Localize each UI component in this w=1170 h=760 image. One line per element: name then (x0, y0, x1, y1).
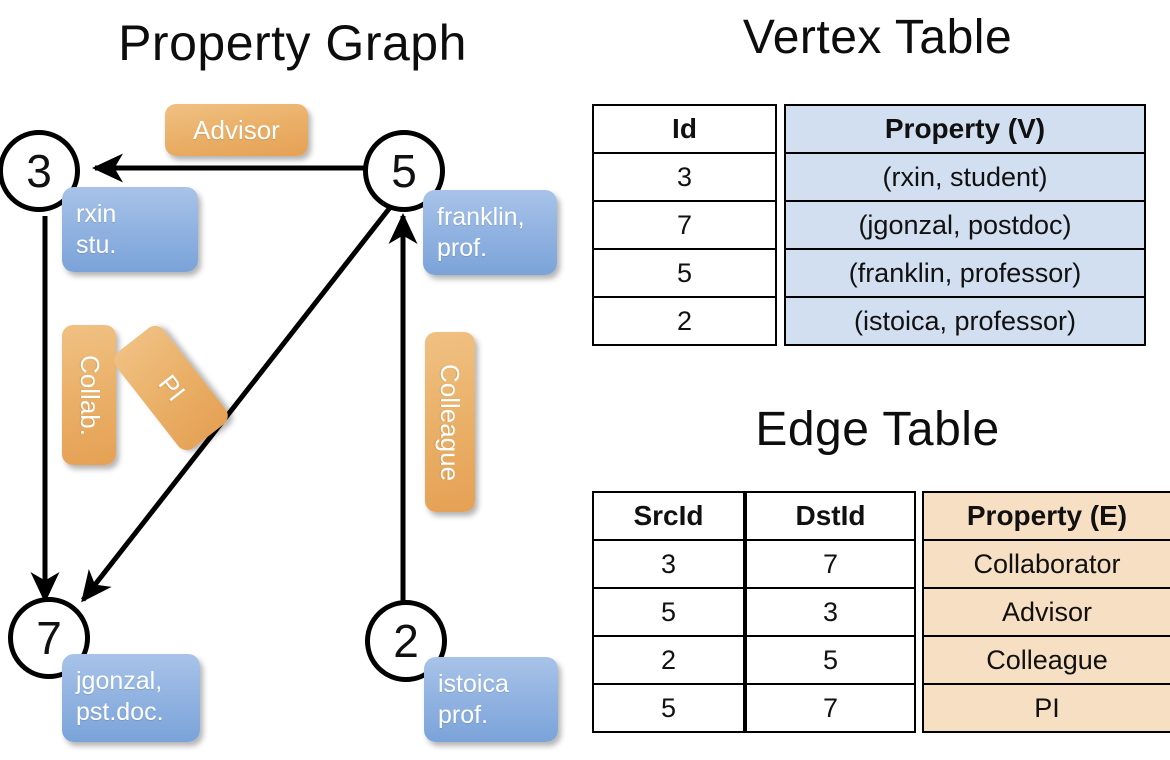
edge-cell-srcid: 5 (592, 683, 745, 733)
node-property-line-1: franklin, (437, 203, 525, 231)
vertex-cell-property: (istoica, professor) (784, 296, 1146, 346)
property-graph-diagram: 3 5 7 2 rxin stu. franklin, prof. jgonza… (0, 104, 558, 742)
graph-node-5-label: 5 (391, 145, 417, 197)
node-property-line-1: rxin (76, 200, 117, 228)
table-header-row: DstId (745, 491, 916, 541)
table-row[interactable]: 7 (745, 683, 916, 733)
table-row[interactable]: 5 (745, 635, 916, 685)
edge-label-colleague: Colleague (425, 332, 475, 512)
page-title-vertex-table: Vertex Table (742, 11, 1013, 64)
table-row[interactable]: PI (922, 683, 1170, 733)
node-property-line-2: stu. (76, 231, 117, 259)
edge-label-pi-text: PI (152, 368, 191, 407)
table-row[interactable]: 5 (592, 683, 745, 733)
vertex-header-property: Property (V) (784, 104, 1146, 154)
edge-cell-dstid: 7 (745, 683, 916, 733)
table-row[interactable]: 3 (592, 539, 745, 589)
graph-node-7-label: 7 (36, 612, 62, 664)
vertex-header-id: Id (592, 104, 777, 154)
table-row[interactable]: (istoica, professor) (784, 296, 1146, 346)
table-row[interactable]: 3 (745, 587, 916, 637)
table-row[interactable]: (jgonzal, postdoc) (784, 200, 1146, 250)
node-property-line-1: istoica (438, 670, 509, 698)
edge-header-srcid: SrcId (592, 491, 745, 541)
page-title-property-graph: Property Graph (118, 15, 467, 71)
table-row[interactable]: Collaborator (922, 539, 1170, 589)
page-title-edge-table: Edge Table (755, 403, 1000, 456)
vertex-cell-id: 5 (592, 248, 777, 298)
node-property-line-2: pst.doc. (76, 698, 164, 726)
edge-header-dstid: DstId (745, 491, 916, 541)
graph-node-2-label: 2 (393, 615, 419, 667)
graph-edges-layer (30, 153, 418, 610)
table-row[interactable]: Colleague (922, 635, 1170, 685)
vertex-table-property-column: Property (V) (rxin, student) (jgonzal, p… (784, 104, 1146, 346)
table-row[interactable]: Advisor (922, 587, 1170, 637)
table-row[interactable]: 2 (592, 296, 777, 346)
edge-label-colleague-text: Colleague (435, 363, 466, 481)
edge-label-collab-text: Collab. (74, 354, 105, 436)
edge-table-property-column: Property (E) Collaborator Advisor Collea… (922, 491, 1170, 733)
edge-cell-property: Collaborator (922, 539, 1170, 589)
edge-cell-dstid: 3 (745, 587, 916, 637)
table-row[interactable]: (rxin, student) (784, 152, 1146, 202)
table-row[interactable]: 3 (592, 152, 777, 202)
vertex-cell-property: (jgonzal, postdoc) (784, 200, 1146, 250)
edge-label-advisor-text: Advisor (193, 114, 280, 145)
table-header-row: Id (592, 104, 777, 154)
edge-cell-dstid: 5 (745, 635, 916, 685)
table-row[interactable]: (franklin, professor) (784, 248, 1146, 298)
edge-label-collab: Collab. (62, 325, 116, 465)
table-header-row: Property (V) (784, 104, 1146, 154)
edge-cell-property: Advisor (922, 587, 1170, 637)
edge-cell-srcid: 3 (592, 539, 745, 589)
edge-table-srcid-column: SrcId 3 5 2 5 (592, 491, 745, 733)
node-property-line-1: jgonzal, (76, 667, 163, 695)
table-row[interactable]: 2 (592, 635, 745, 685)
table-row[interactable]: 7 (745, 539, 916, 589)
table-row[interactable]: 7 (592, 200, 777, 250)
vertex-cell-property: (rxin, student) (784, 152, 1146, 202)
edge-cell-property: Colleague (922, 635, 1170, 685)
vertex-cell-id: 2 (592, 296, 777, 346)
node-property-line-2: prof. (438, 701, 489, 729)
graph-node-5[interactable]: 5 (363, 130, 445, 212)
edge-cell-srcid: 5 (592, 587, 745, 637)
edge-cell-dstid: 7 (745, 539, 916, 589)
node-property-box-franklin: franklin, prof. (423, 190, 557, 275)
node-property-line-2: prof. (437, 234, 488, 262)
node-property-box-jgonzal: jgonzal, pst.doc. (62, 654, 200, 742)
edge-table-dstid-column: DstId 7 3 5 7 (745, 491, 916, 733)
table-header-row: SrcId (592, 491, 745, 541)
vertex-cell-property: (franklin, professor) (784, 248, 1146, 298)
vertex-cell-id: 3 (592, 152, 777, 202)
node-property-box-istoica: istoica prof. (424, 657, 558, 742)
edge-cell-property: PI (922, 683, 1170, 733)
graph-node-2[interactable]: 2 (365, 600, 447, 682)
graph-node-3-label: 3 (26, 145, 52, 197)
node-property-box-rxin: rxin stu. (62, 187, 198, 272)
table-header-row: Property (E) (922, 491, 1170, 541)
edge-cell-srcid: 2 (592, 635, 745, 685)
vertex-table-id-column: Id 3 7 5 2 (592, 104, 777, 346)
edge-label-advisor: Advisor (165, 104, 308, 156)
vertex-cell-id: 7 (592, 200, 777, 250)
table-row[interactable]: 5 (592, 587, 745, 637)
edge-arrow-5-to-7 (81, 203, 394, 603)
edge-header-property: Property (E) (922, 491, 1170, 541)
table-row[interactable]: 5 (592, 248, 777, 298)
